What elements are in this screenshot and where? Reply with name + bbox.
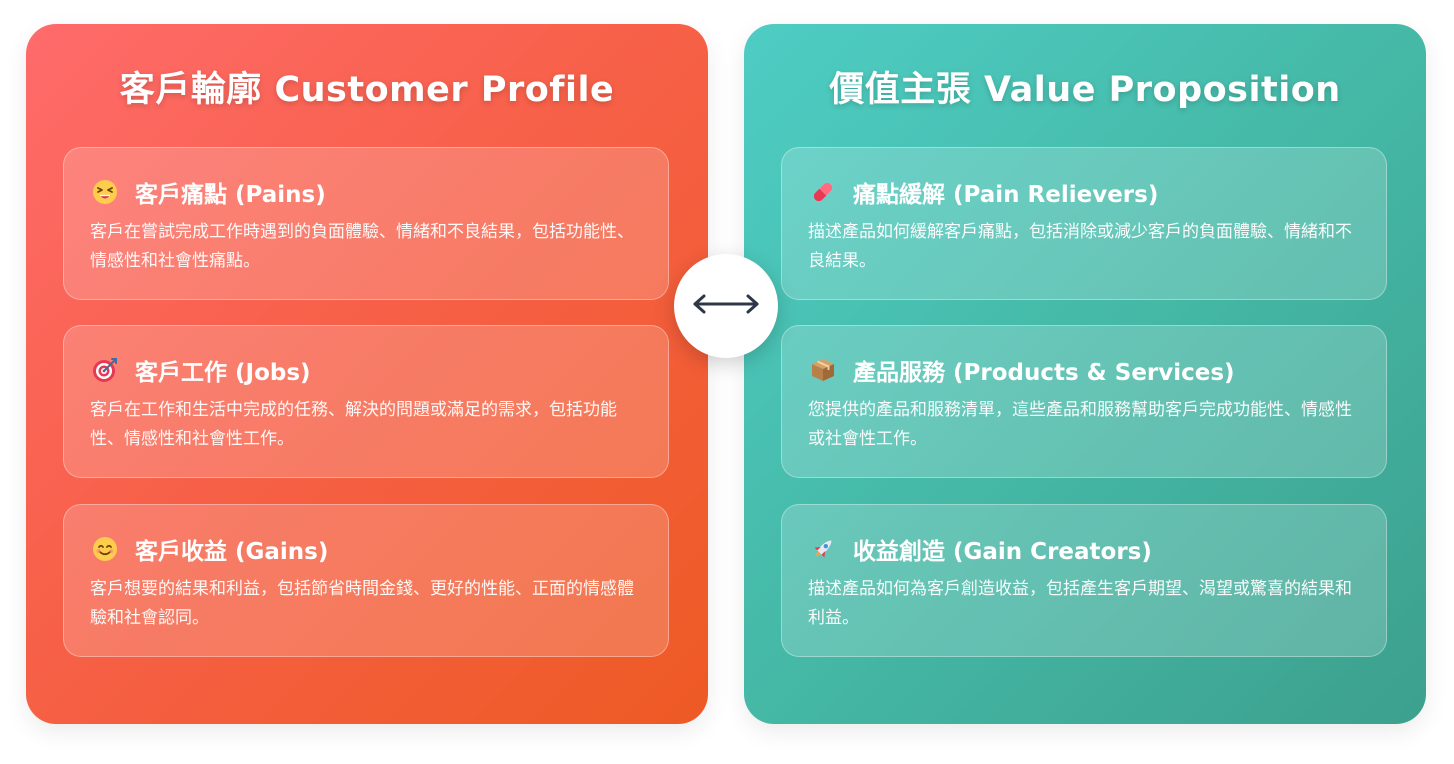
pain-relievers-card: 痛點緩解 (Pain Relievers) 描述產品如何緩解客戶痛點，包括消除或… — [781, 147, 1387, 300]
pains-card-title: 客戶痛點 (Pains) — [135, 182, 326, 208]
products-services-card-title: 產品服務 (Products & Services) — [853, 360, 1235, 386]
jobs-card-header: 客戶工作 (Jobs) — [90, 354, 642, 386]
value-proposition-title: 價值主張 Value Proposition — [829, 69, 1341, 110]
products-services-card-description: 您提供的產品和服務清單，這些產品和服務幫助客戶完成功能性、情感性或社會性工作。 — [808, 400, 1352, 449]
pains-card-description: 客戶在嘗試完成工作時遇到的負面體驗、情緒和不良結果，包括功能性、情感性和社會性痛… — [90, 222, 634, 271]
gain-creators-card-title: 收益創造 (Gain Creators) — [853, 539, 1152, 565]
jobs-card-title: 客戶工作 (Jobs) — [135, 360, 311, 386]
pains-card-header: 客戶痛點 (Pains) — [90, 176, 642, 208]
jobs-card-description: 客戶在工作和生活中完成的任務、解決的問題或滿足的需求，包括功能性、情感性和社會性… — [90, 400, 617, 449]
gains-card-description: 客戶想要的結果和利益，包括節省時間金錢、更好的性能、正面的情感體驗和社會認同。 — [90, 579, 634, 628]
gain-creators-card-header: 收益創造 (Gain Creators) — [808, 533, 1360, 565]
gain-creators-card: 收益創造 (Gain Creators) 描述產品如何為客戶創造收益，包括產生客… — [781, 504, 1387, 657]
smiling-face-icon — [90, 534, 120, 564]
value-proposition-panel: 價值主張 Value Proposition 痛點緩解 (Pain Reliev… — [744, 24, 1426, 724]
package-icon — [808, 355, 838, 385]
pain-relievers-card-description: 描述產品如何緩解客戶痛點，包括消除或減少客戶的負面體驗、情緒和不良結果。 — [808, 222, 1352, 271]
gains-card-title: 客戶收益 (Gains) — [135, 539, 329, 565]
connector-circle — [674, 254, 778, 358]
pill-icon — [808, 177, 838, 207]
target-icon — [90, 355, 120, 385]
customer-profile-title: 客戶輪廓 Customer Profile — [119, 69, 615, 110]
pain-relievers-card-header: 痛點緩解 (Pain Relievers) — [808, 176, 1360, 208]
products-services-card: 產品服務 (Products & Services) 您提供的產品和服務清單，這… — [781, 325, 1387, 478]
gains-card-header: 客戶收益 (Gains) — [90, 533, 642, 565]
pain-relievers-card-title: 痛點緩解 (Pain Relievers) — [853, 182, 1159, 208]
rocket-icon — [808, 534, 838, 564]
customer-profile-panel: 客戶輪廓 Customer Profile 客戶痛點 (Pains) 客戶在嘗試… — [26, 24, 708, 724]
jobs-card: 客戶工作 (Jobs) 客戶在工作和生活中完成的任務、解決的問題或滿足的需求，包… — [63, 325, 669, 478]
gains-card: 客戶收益 (Gains) 客戶想要的結果和利益，包括節省時間金錢、更好的性能、正… — [63, 504, 669, 657]
double-arrow-icon — [691, 292, 761, 320]
tired-face-icon — [90, 177, 120, 207]
pains-card: 客戶痛點 (Pains) 客戶在嘗試完成工作時遇到的負面體驗、情緒和不良結果，包… — [63, 147, 669, 300]
products-services-card-header: 產品服務 (Products & Services) — [808, 354, 1360, 386]
gain-creators-card-description: 描述產品如何為客戶創造收益，包括產生客戶期望、渴望或驚喜的結果和利益。 — [808, 579, 1352, 628]
